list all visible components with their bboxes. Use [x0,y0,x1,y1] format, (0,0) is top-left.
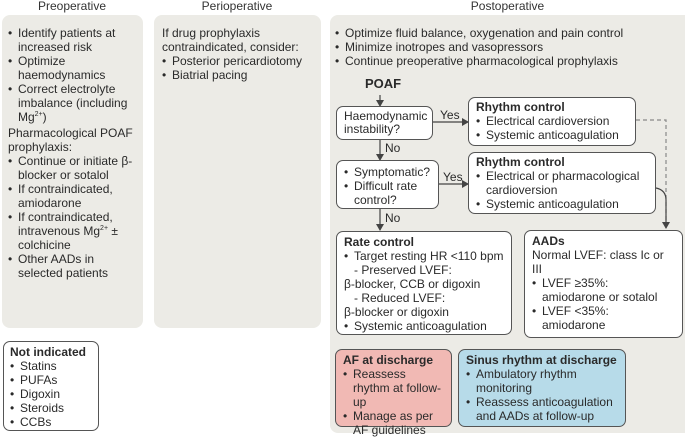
not-indicated-list: Statins PUFAs Digoxin Steroids CCBs [10,359,92,429]
header-preoperative: Preoperative [37,0,107,13]
yes-label-2: Yes [443,170,463,184]
aads-list: LVEF ≥35%: amiodarone or sotalol LVEF <3… [532,276,675,332]
rhythm-control-box-1: Rhythm control Electrical cardioversion … [468,97,636,146]
list-item: Electrical or pharmacological cardiovers… [476,169,648,197]
sinus-rhythm-title: Sinus rhythm at discharge [466,353,617,367]
postoperative-content: Optimize fluid balance, oxygenation and … [335,26,683,68]
list-item: Ambulatory rhythm monitoring [466,367,618,395]
header-postoperative: Postoperative [470,0,545,13]
prophylaxis-heading: Pharmacological POAF prophylaxis: [8,126,133,154]
postoperative-list: Optimize fluid balance, oxygenation and … [335,26,683,68]
symptomatic-box: Symptomatic? Difficult rate control? [336,160,439,209]
not-indicated-title: Not indicated [10,345,87,359]
list-item: Optimize haemodynamics [8,54,140,82]
list-item: Correct electrolyte imbalance (including… [8,82,140,124]
perioperative-intro: If drug prophylaxis contraindicated, con… [162,26,299,54]
aads-box: AADs Normal LVEF: class Ic or III LVEF ≥… [524,230,683,338]
list-item: Symptomatic? [344,165,431,179]
list-item: LVEF ≥35%: amiodarone or sotalol [532,276,675,304]
list-item: Other AADs in selected patients [8,252,140,280]
rate-control-title: Rate control [344,235,415,249]
list-item: Reassess rhythm at follow-up [343,367,444,409]
list-item: Minimize inotropes and vasopressors [335,40,683,54]
yes-label-1: Yes [440,108,460,122]
list-item: Posterior pericardiotomy [162,54,318,68]
rhythm-control-title-1: Rhythm control [476,100,565,114]
list-item: Statins [10,359,92,373]
list-item: Continue preoperative pharmacological pr… [335,54,683,68]
sinus-rhythm-list: Ambulatory rhythm monitoring Reassess an… [466,367,618,423]
not-indicated-box: Not indicated Statins PUFAs Digoxin Ster… [3,341,99,431]
poaf-start-label: POAF [365,76,402,91]
list-item: Systemic anticoagulation [476,197,648,211]
list-item: Optimize fluid balance, oxygenation and … [335,26,683,40]
af-at-discharge-box: AF at discharge Reassess rhythm at follo… [335,349,452,437]
rhythm-control-box-2: Rhythm control Electrical or pharmacolog… [468,152,656,214]
rate-control-box: Rate control Target resting HR <110 bpm … [336,231,512,335]
haemodynamic-instability-box: Haemodynamic instability? [336,106,433,140]
list-item: Continue or initiate β-blocker or sotalo… [8,154,140,182]
list-item: PUFAs [10,373,92,387]
aads-normal-lvef: Normal LVEF: class Ic or III [532,248,664,276]
af-at-discharge-list: Reassess rhythm at follow-up Manage as p… [343,367,444,437]
list-item: Steroids [10,401,92,415]
list-item: Difficult rate control? [344,179,431,207]
rhythm-control-list-1: Electrical cardioversion Systemic antico… [476,114,628,142]
perioperative-content: If drug prophylaxis contraindicated, con… [162,26,318,82]
perioperative-list: Posterior pericardiotomy Biatrial pacing [162,54,318,82]
list-item: Identify patients at increased risk [8,26,140,54]
symptomatic-list: Symptomatic? Difficult rate control? [344,165,431,207]
preoperative-content: Identify patients at increased risk Opti… [8,26,140,280]
list-item: Reassess anticoagulation and AADs at fol… [466,395,618,423]
list-item: Systemic anticoagulation [344,319,504,333]
preoperative-list: Identify patients at increased risk Opti… [8,26,140,124]
list-item: Target resting HR <110 bpm - Preserved L… [344,249,504,319]
list-item: If contraindicated, amiodarone [8,182,140,210]
prophylaxis-list: Continue or initiate β-blocker or sotalo… [8,154,140,280]
aads-title: AADs [532,234,565,248]
list-item: Electrical cardioversion [476,114,628,128]
rhythm-control-title-2: Rhythm control [476,155,565,169]
rate-control-list: Target resting HR <110 bpm - Preserved L… [344,249,504,333]
sinus-rhythm-box: Sinus rhythm at discharge Ambulatory rhy… [458,349,626,427]
list-item: Biatrial pacing [162,68,318,82]
list-item: If contraindicated, intravenous Mg2+ ± c… [8,210,140,252]
list-item: CCBs [10,415,92,429]
no-label-1: No [385,141,401,155]
list-item: Digoxin [10,387,92,401]
af-at-discharge-title: AF at discharge [343,353,434,367]
list-item: Systemic anticoagulation [476,128,628,142]
header-perioperative: Perioperative [201,0,273,13]
no-label-2: No [385,211,401,225]
rhythm-control-list-2: Electrical or pharmacological cardiovers… [476,169,648,211]
list-item: LVEF <35%: amiodarone [532,304,675,332]
